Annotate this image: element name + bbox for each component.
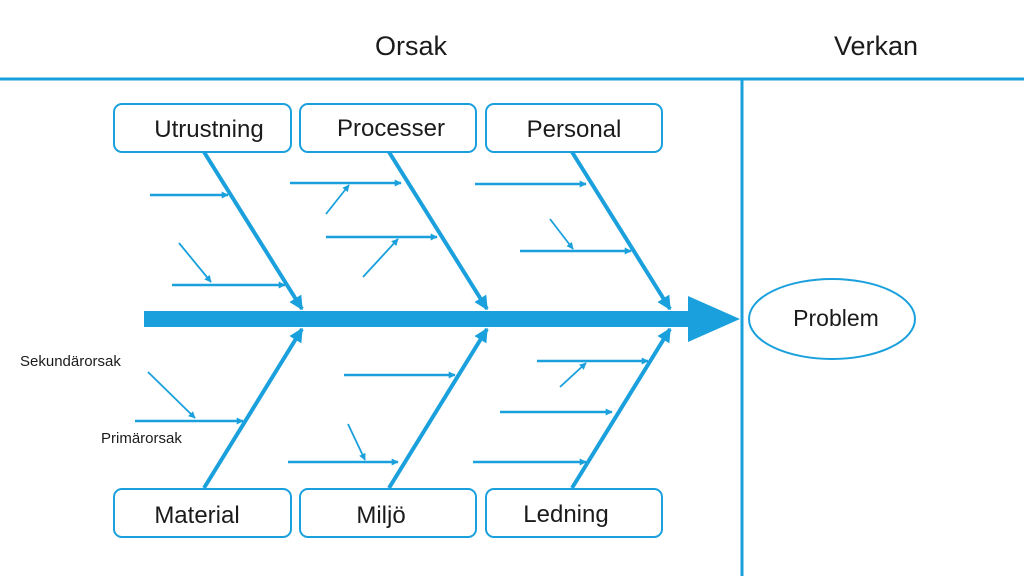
bone-processer — [387, 150, 489, 311]
secondary-arrow — [147, 371, 196, 419]
primary-cause-annotation: Primärorsak — [101, 430, 182, 447]
secondary-arrow — [549, 218, 574, 250]
problem-label: Problem — [793, 305, 879, 331]
bone-ledning — [570, 327, 672, 490]
category-label-utrustning: Utrustning — [154, 116, 263, 143]
effect-header: Verkan — [834, 31, 918, 61]
secondary-arrow — [362, 238, 399, 278]
category-box-miljo — [299, 488, 477, 538]
cause-header: Orsak — [375, 31, 448, 61]
spine — [144, 311, 690, 327]
spine-arrowhead — [688, 296, 740, 342]
category-label-miljo: Miljö — [356, 502, 405, 529]
category-box-personal — [485, 103, 663, 153]
category-box-ledning — [485, 488, 663, 538]
secondary-arrow — [325, 184, 350, 215]
bone-miljo — [387, 327, 489, 490]
primary-cause-arrows — [135, 179, 649, 466]
secondary-cause-annotation: Sekundärorsak — [20, 353, 121, 370]
secondary-arrow — [559, 362, 587, 388]
category-box-processer — [299, 103, 477, 153]
category-box-material — [113, 488, 292, 538]
category-label-personal: Personal — [527, 116, 622, 143]
category-label-processer: Processer — [337, 115, 445, 142]
secondary-arrow — [178, 242, 212, 283]
secondary-arrow — [347, 423, 366, 461]
category-label-ledning: Ledning — [523, 501, 608, 528]
bone-personal — [570, 150, 672, 311]
category-box-utrustning — [113, 103, 292, 153]
category-label-material: Material — [154, 502, 239, 529]
bone-material — [202, 327, 304, 490]
secondary-cause-arrows — [147, 184, 587, 461]
problem-ellipse — [748, 278, 916, 360]
